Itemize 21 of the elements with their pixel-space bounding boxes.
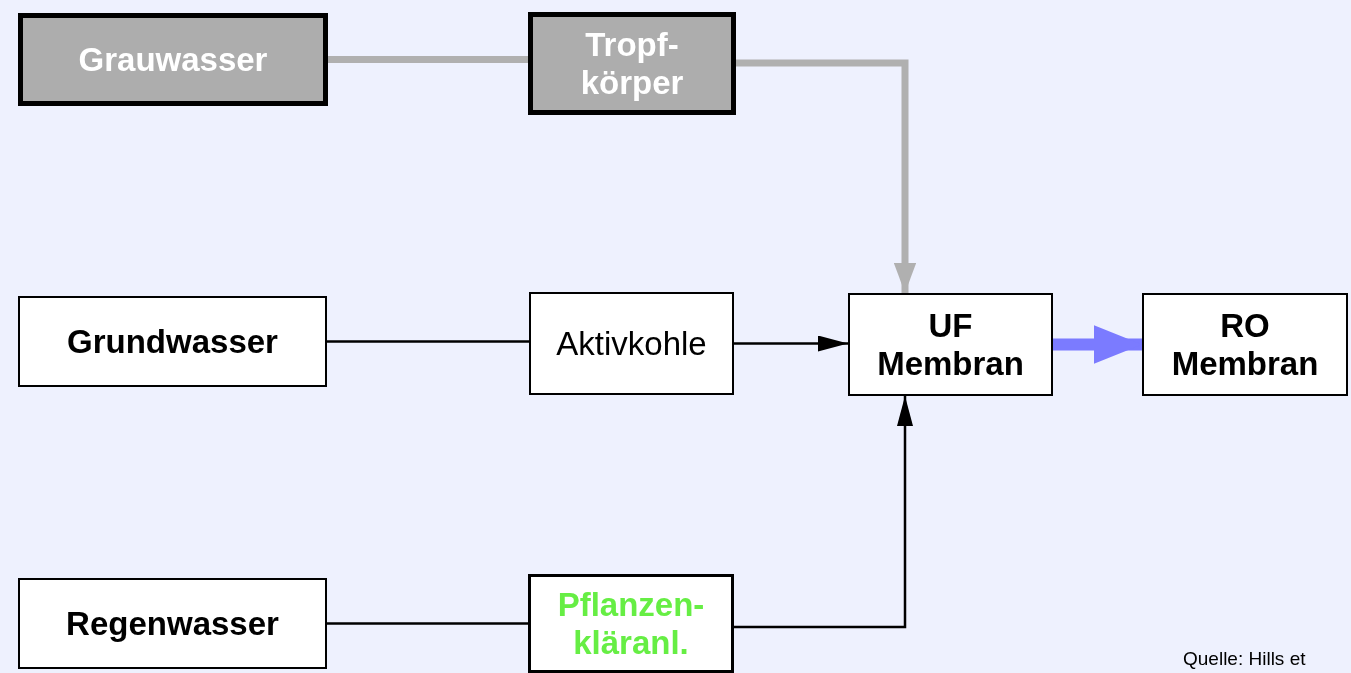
process-box xyxy=(18,578,327,669)
arrow xyxy=(734,396,913,629)
process-box xyxy=(528,12,736,115)
process-box xyxy=(529,292,734,395)
node-label: Tropf- körper xyxy=(579,25,685,102)
node-label: Regenwasser xyxy=(65,604,280,643)
node-label: UF Membran xyxy=(876,306,1025,383)
node-label: Grundwasser xyxy=(66,322,279,361)
node-label: Pflanzen- kläranl. xyxy=(556,585,706,662)
node-label: RO Membran xyxy=(1170,306,1320,383)
source-note: Quelle: Hills et xyxy=(1183,648,1306,670)
arrow xyxy=(1053,325,1142,364)
node-label: Aktivkohle xyxy=(555,324,708,363)
process-box xyxy=(1142,293,1348,396)
node-label: Grauwasser xyxy=(77,40,269,79)
process-box xyxy=(528,574,734,673)
arrow xyxy=(734,335,848,352)
process-box xyxy=(18,296,327,387)
process-box xyxy=(18,13,328,106)
arrow xyxy=(736,59,917,293)
process-box xyxy=(848,293,1053,396)
